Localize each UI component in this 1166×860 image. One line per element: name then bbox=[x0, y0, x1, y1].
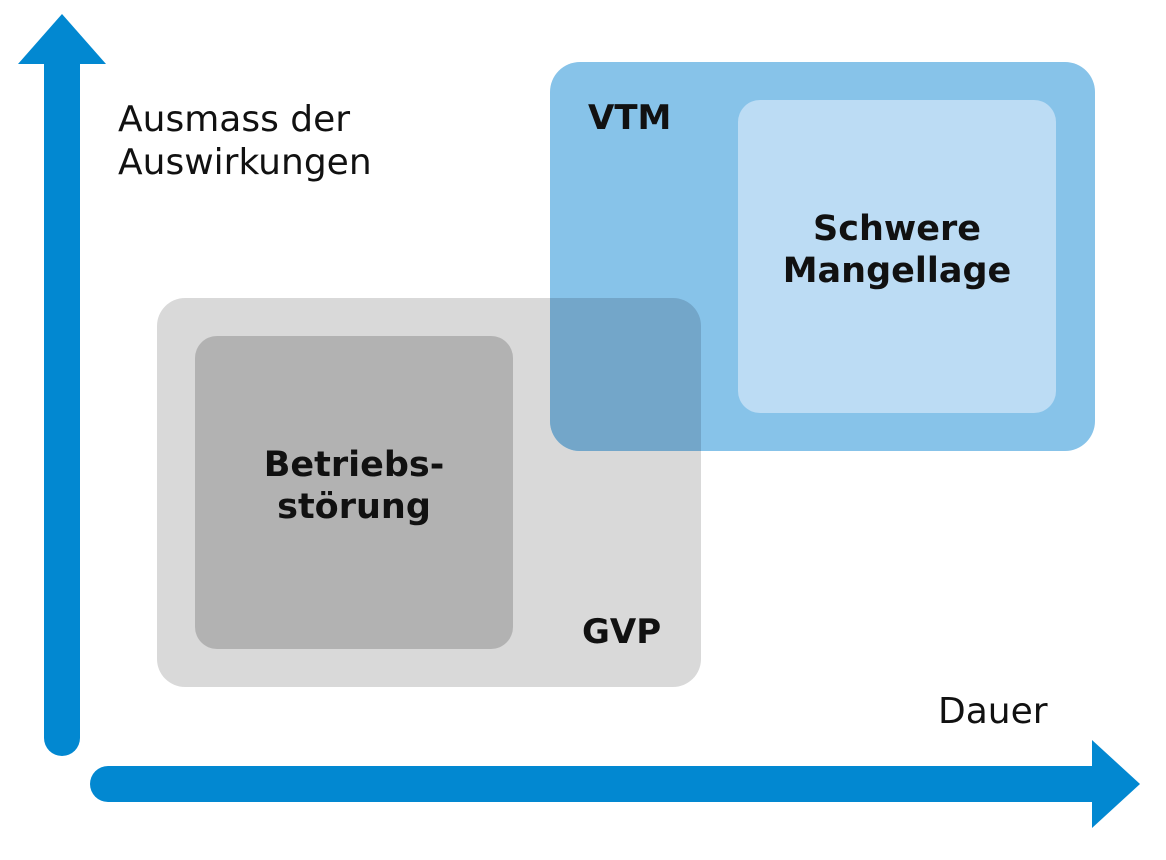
x-axis-label: Dauer bbox=[938, 691, 1048, 732]
schwere-mangellage-label: Schwere Mangellage bbox=[782, 209, 1012, 291]
schwere-mangellage-box bbox=[738, 100, 1056, 413]
gvp-tag: GVP bbox=[582, 612, 662, 652]
overlap-region bbox=[550, 298, 701, 451]
y-axis-arrow bbox=[18, 14, 106, 756]
y-axis-label: Ausmass der Auswirkungen bbox=[118, 99, 372, 184]
betriebsstoerung-label: Betriebs- störung bbox=[263, 445, 445, 527]
x-axis-arrow bbox=[90, 740, 1140, 828]
vtm-tag: VTM bbox=[588, 98, 672, 138]
betriebsstoerung-box bbox=[195, 336, 513, 649]
